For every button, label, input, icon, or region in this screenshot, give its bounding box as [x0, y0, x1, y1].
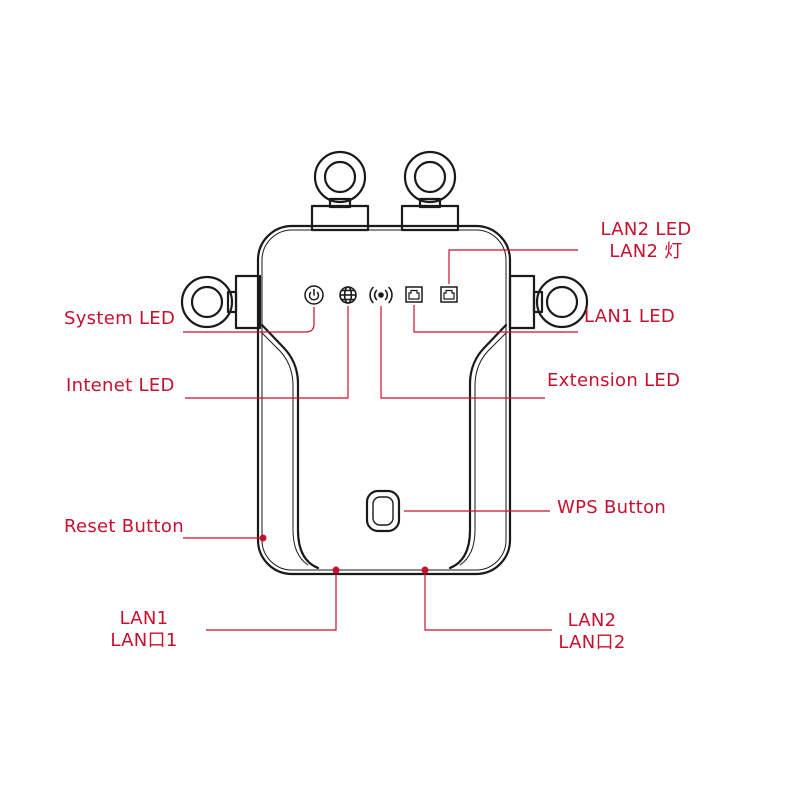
lan1-port-label: LAN1 LAN口1 [92, 608, 196, 652]
system-led-label: System LED [64, 308, 176, 329]
callout-lan2-port [424, 570, 552, 631]
ethernet-port-icon-lan2 [440, 286, 458, 303]
internet-led-label: Intenet LED [66, 375, 175, 396]
globe-icon [339, 286, 357, 304]
lan2-led-label-en: LAN2 LED [600, 219, 692, 240]
device-body-inner [261, 229, 507, 571]
callout-lan2-led [448, 249, 578, 284]
antenna-top-right [400, 150, 460, 232]
lan2-led-label-cn: LAN2 灯 [609, 241, 683, 262]
power-icon [304, 285, 324, 305]
lan2-port-label-cn: LAN口2 [558, 632, 626, 653]
lan2-led-label: LAN2 LED LAN2 灯 [566, 219, 726, 263]
panel-contour-left [260, 323, 320, 570]
wps-button-label: WPS Button [557, 497, 667, 518]
callout-internet-led [185, 306, 349, 399]
callout-lan1-led [413, 305, 578, 333]
lan2-port-label-en: LAN2 [567, 610, 617, 631]
extension-led-label: Extension LED [547, 370, 681, 391]
panel-contour-right [448, 323, 508, 570]
wps-button-shape [365, 489, 401, 533]
device-body [256, 224, 512, 576]
lan1-led-label: LAN1 LED [584, 306, 676, 327]
antenna-top-left [310, 150, 370, 232]
lan1-port-label-cn: LAN口1 [110, 630, 178, 651]
lan1-port-label-en: LAN1 [119, 608, 169, 629]
lan1-port-marker [332, 566, 340, 574]
callout-lan1-port [206, 570, 337, 631]
callout-system-led [183, 307, 315, 333]
lan2-port-label: LAN2 LAN口2 [540, 610, 644, 654]
lan2-port-marker [421, 566, 429, 574]
antenna-right [508, 274, 589, 330]
reset-button-label: Reset Button [64, 516, 184, 537]
antenna-left [180, 274, 262, 330]
callout-extension-led [380, 306, 545, 399]
ethernet-port-icon-lan1 [405, 286, 423, 303]
reset-button-marker [259, 534, 267, 542]
wireless-signal-icon [369, 286, 393, 304]
